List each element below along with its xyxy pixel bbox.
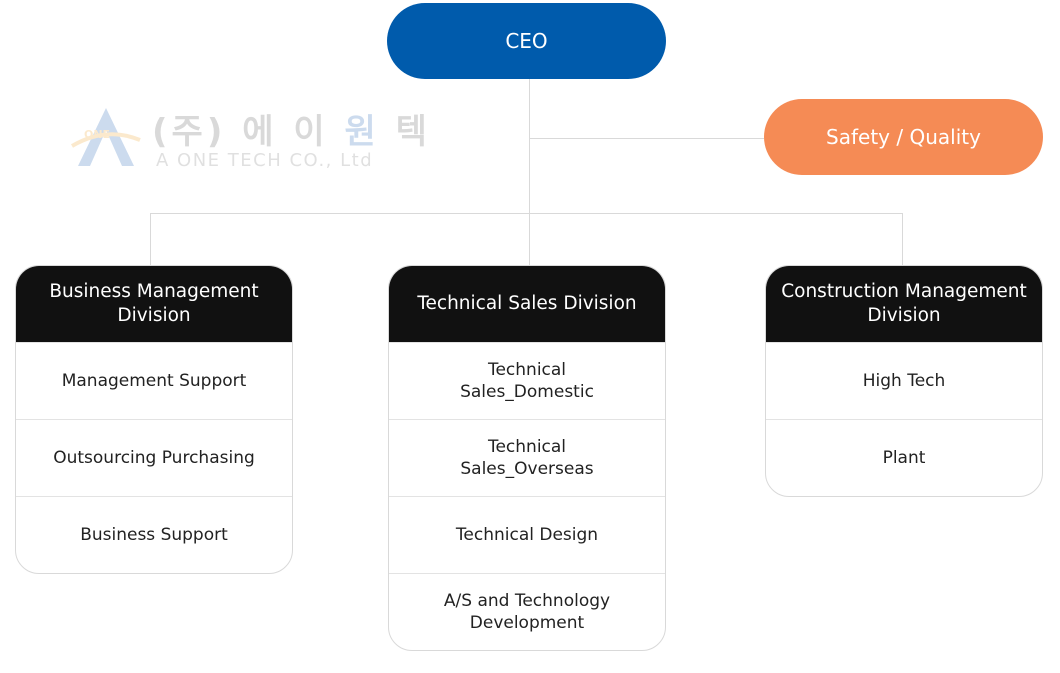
division-item: A/S and Technology Development [389,573,665,650]
company-logo-badge: ONE [84,128,111,141]
company-name-english: A ONE TECH CO., Ltd [156,150,374,171]
division-construction-management: Construction Management Division High Te… [765,265,1043,497]
company-name-prefix: (주) [152,112,227,152]
division-item: Business Support [16,496,292,573]
ceo-label: CEO [505,29,548,53]
safety-quality-label: Safety / Quality [826,125,981,149]
division-item: High Tech [766,342,1042,419]
connector-division-bus [150,213,903,214]
division-technical-sales: Technical Sales Division Technical Sales… [388,265,666,651]
division-item: Technical Sales_Domestic [389,342,665,419]
division-title: Construction Management Division [766,266,1042,342]
division-item: Technical Design [389,496,665,573]
division-item: Outsourcing Purchasing [16,419,292,496]
division-item: Technical Sales_Overseas [389,419,665,496]
ceo-node: CEO [387,3,666,79]
connector-drop-left [150,213,151,265]
division-title: Business Management Division [16,266,292,342]
company-logo-icon [70,108,141,166]
company-name-part-a: 에 이 [242,112,329,152]
company-name-part-c: 텍 [395,112,431,152]
division-item: Plant [766,419,1042,496]
division-business-management: Business Management Division Management … [15,265,293,574]
connector-safety-branch [529,138,764,139]
division-item: Management Support [16,342,292,419]
connector-drop-right [902,213,903,265]
connector-ceo-trunk [529,79,530,265]
company-name-korean: (주) 에 이 원 텍 [152,104,431,153]
division-title: Technical Sales Division [389,266,665,342]
company-name-part-b: 원 [344,112,380,152]
company-watermark: ONE (주) 에 이 원 텍 A ONE TECH CO., Ltd [70,102,427,174]
safety-quality-node: Safety / Quality [764,99,1043,175]
